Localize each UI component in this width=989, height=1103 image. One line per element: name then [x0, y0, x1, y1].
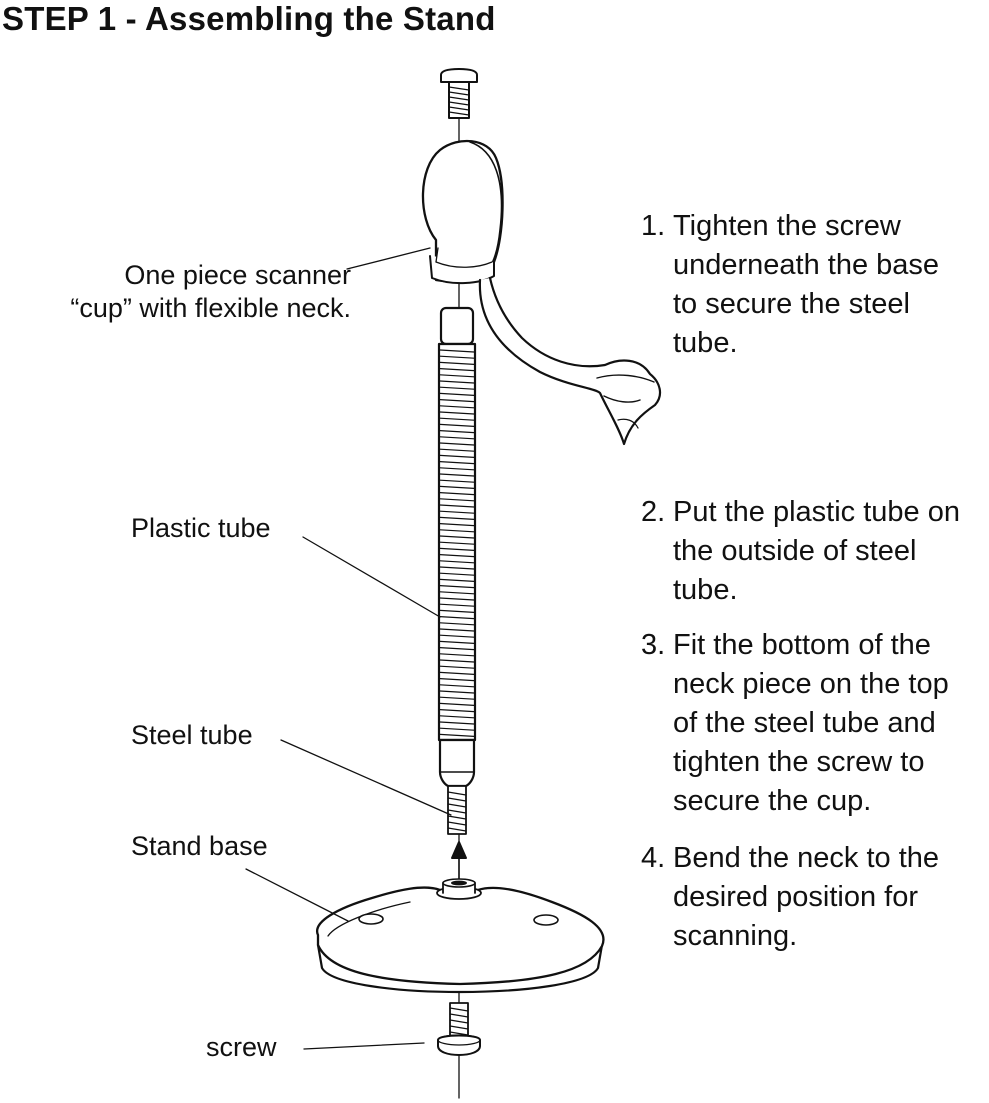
label-scanner-cup: One piece scanner “cup” with flexible ne…: [70, 260, 351, 323]
label-screw: screw: [206, 1032, 277, 1062]
step-4-text: Bend the neck to the desired position fo…: [673, 842, 940, 952]
label-stand-base: Stand base: [131, 831, 268, 861]
step-2-text: Put the plastic tube on the outside of s…: [673, 496, 960, 606]
leader-line-plastic-tube: [302, 536, 441, 618]
step-2-number: 2.: [641, 496, 666, 528]
steel-tube: [438, 738, 476, 835]
leader-line-steel-tube: [280, 739, 452, 816]
bottom-screw: [437, 1002, 481, 1056]
leader-line-cup: [346, 247, 431, 270]
step-1-number: 1.: [641, 210, 666, 242]
step-1: 1. Tighten the screw underneath the base…: [641, 207, 939, 363]
step-4-number: 4.: [641, 842, 666, 874]
label-steel-tube: Steel tube: [131, 720, 253, 750]
top-screw: [440, 68, 478, 119]
step-2: 2. Put the plastic tube on the outside o…: [641, 493, 960, 610]
step-4: 4. Bend the neck to the desired position…: [641, 839, 939, 956]
step-3: 3. Fit the bottom of the neck piece on t…: [641, 626, 949, 821]
scanner-cup-with-neck: [421, 139, 662, 446]
page-title: STEP 1 - Assembling the Stand: [2, 0, 496, 37]
plastic-tube: [437, 306, 477, 742]
leader-lines: [245, 247, 452, 1050]
step-1-text: Tighten the screw underneath the base to…: [673, 210, 940, 359]
stand-base: [316, 878, 605, 994]
label-plastic-tube: Plastic tube: [131, 513, 271, 543]
leader-line-screw: [303, 1042, 425, 1050]
leader-line-stand-base: [245, 868, 349, 922]
step-3-text: Fit the bottom of the neck piece on the …: [673, 629, 949, 817]
step-3-number: 3.: [641, 629, 666, 661]
arrow-up-icon: [451, 841, 467, 881]
